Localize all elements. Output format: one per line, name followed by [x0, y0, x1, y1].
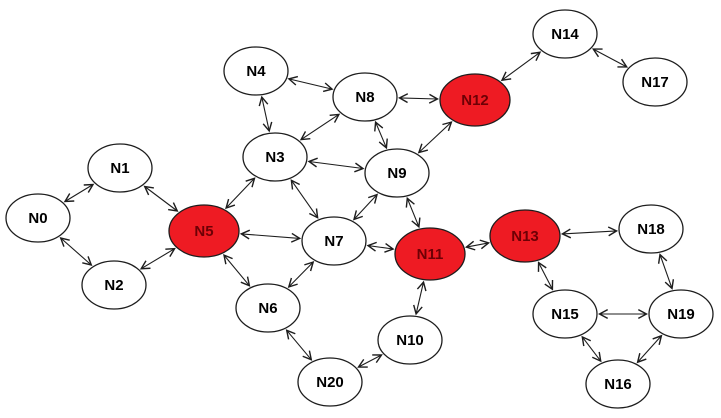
- node-N13[interactable]: N13: [489, 209, 561, 263]
- node-ellipse: [532, 289, 598, 339]
- node-N2[interactable]: N2: [81, 260, 147, 310]
- nodes-layer: N0N1N2N3N4N5N6N7N8N9N10N11N12N13N14N15N1…: [5, 9, 714, 409]
- node-ellipse: [235, 283, 301, 333]
- edge-N10-N11: [413, 280, 427, 316]
- edge-N3-N4: [258, 95, 273, 133]
- edge-N3-N8: [299, 113, 341, 141]
- node-ellipse: [332, 72, 398, 122]
- edge-N13-N18: [560, 226, 619, 239]
- edge-N8-N12: [397, 93, 440, 104]
- edge-N13-N15: [537, 261, 554, 291]
- node-ellipse: [242, 132, 308, 182]
- node-ellipse: [297, 357, 363, 407]
- edge-N8-N9: [374, 120, 388, 150]
- edge-N14-N17: [591, 48, 629, 68]
- edge-N10-N20: [357, 354, 383, 368]
- edge-N7-N11: [366, 241, 395, 253]
- node-N9[interactable]: N9: [364, 148, 430, 198]
- node-N18[interactable]: N18: [618, 204, 684, 254]
- node-ellipse: [5, 193, 71, 243]
- edge-N4-N8: [287, 75, 334, 93]
- node-ellipse: [364, 148, 430, 198]
- edge-N18-N19: [657, 253, 675, 290]
- node-ellipse: [301, 216, 367, 266]
- edge-N0-N1: [63, 183, 95, 203]
- node-N1[interactable]: N1: [87, 143, 153, 193]
- edge-N5-N6: [223, 253, 251, 287]
- node-ellipse: [532, 9, 598, 59]
- edge-N6-N7: [287, 261, 315, 288]
- edge-N15-N16: [581, 335, 602, 363]
- node-ellipse: [223, 46, 289, 96]
- edge-N3-N5: [225, 177, 256, 210]
- edge-N5-N7: [239, 229, 302, 243]
- node-N0[interactable]: N0: [5, 193, 71, 243]
- edge-N3-N7: [290, 179, 319, 219]
- node-ellipse: [585, 359, 651, 409]
- node-N7[interactable]: N7: [301, 216, 367, 266]
- edge-N2-N5: [139, 247, 176, 270]
- node-N12[interactable]: N12: [439, 73, 511, 127]
- edge-N6-N20: [285, 329, 313, 361]
- node-ellipse: [439, 73, 511, 127]
- node-N19[interactable]: N19: [648, 289, 714, 339]
- edge-N11-N13: [464, 239, 491, 251]
- edge-N0-N2: [59, 237, 93, 266]
- node-ellipse: [489, 209, 561, 263]
- edge-N9-N11: [405, 196, 421, 229]
- node-N16[interactable]: N16: [585, 359, 651, 409]
- node-N14[interactable]: N14: [532, 9, 598, 59]
- edge-N3-N9: [307, 157, 365, 173]
- node-N20[interactable]: N20: [297, 357, 363, 407]
- node-N15[interactable]: N15: [532, 289, 598, 339]
- edge-N1-N5: [143, 185, 179, 212]
- node-ellipse: [168, 204, 240, 258]
- edge-N16-N19: [636, 334, 663, 364]
- node-ellipse: [618, 204, 684, 254]
- edge-N9-N12: [417, 121, 453, 154]
- node-N6[interactable]: N6: [235, 283, 301, 333]
- node-N8[interactable]: N8: [332, 72, 398, 122]
- node-ellipse: [622, 57, 688, 107]
- node-N17[interactable]: N17: [622, 57, 688, 107]
- edge-N12-N14: [500, 51, 542, 82]
- node-ellipse: [377, 315, 443, 365]
- node-ellipse: [87, 143, 153, 193]
- node-ellipse: [394, 227, 466, 281]
- node-N11[interactable]: N11: [394, 227, 466, 281]
- node-N4[interactable]: N4: [223, 46, 289, 96]
- node-N3[interactable]: N3: [242, 132, 308, 182]
- node-N5[interactable]: N5: [168, 204, 240, 258]
- node-ellipse: [648, 289, 714, 339]
- edge-N7-N9: [352, 193, 379, 221]
- node-N10[interactable]: N10: [377, 315, 443, 365]
- node-ellipse: [81, 260, 147, 310]
